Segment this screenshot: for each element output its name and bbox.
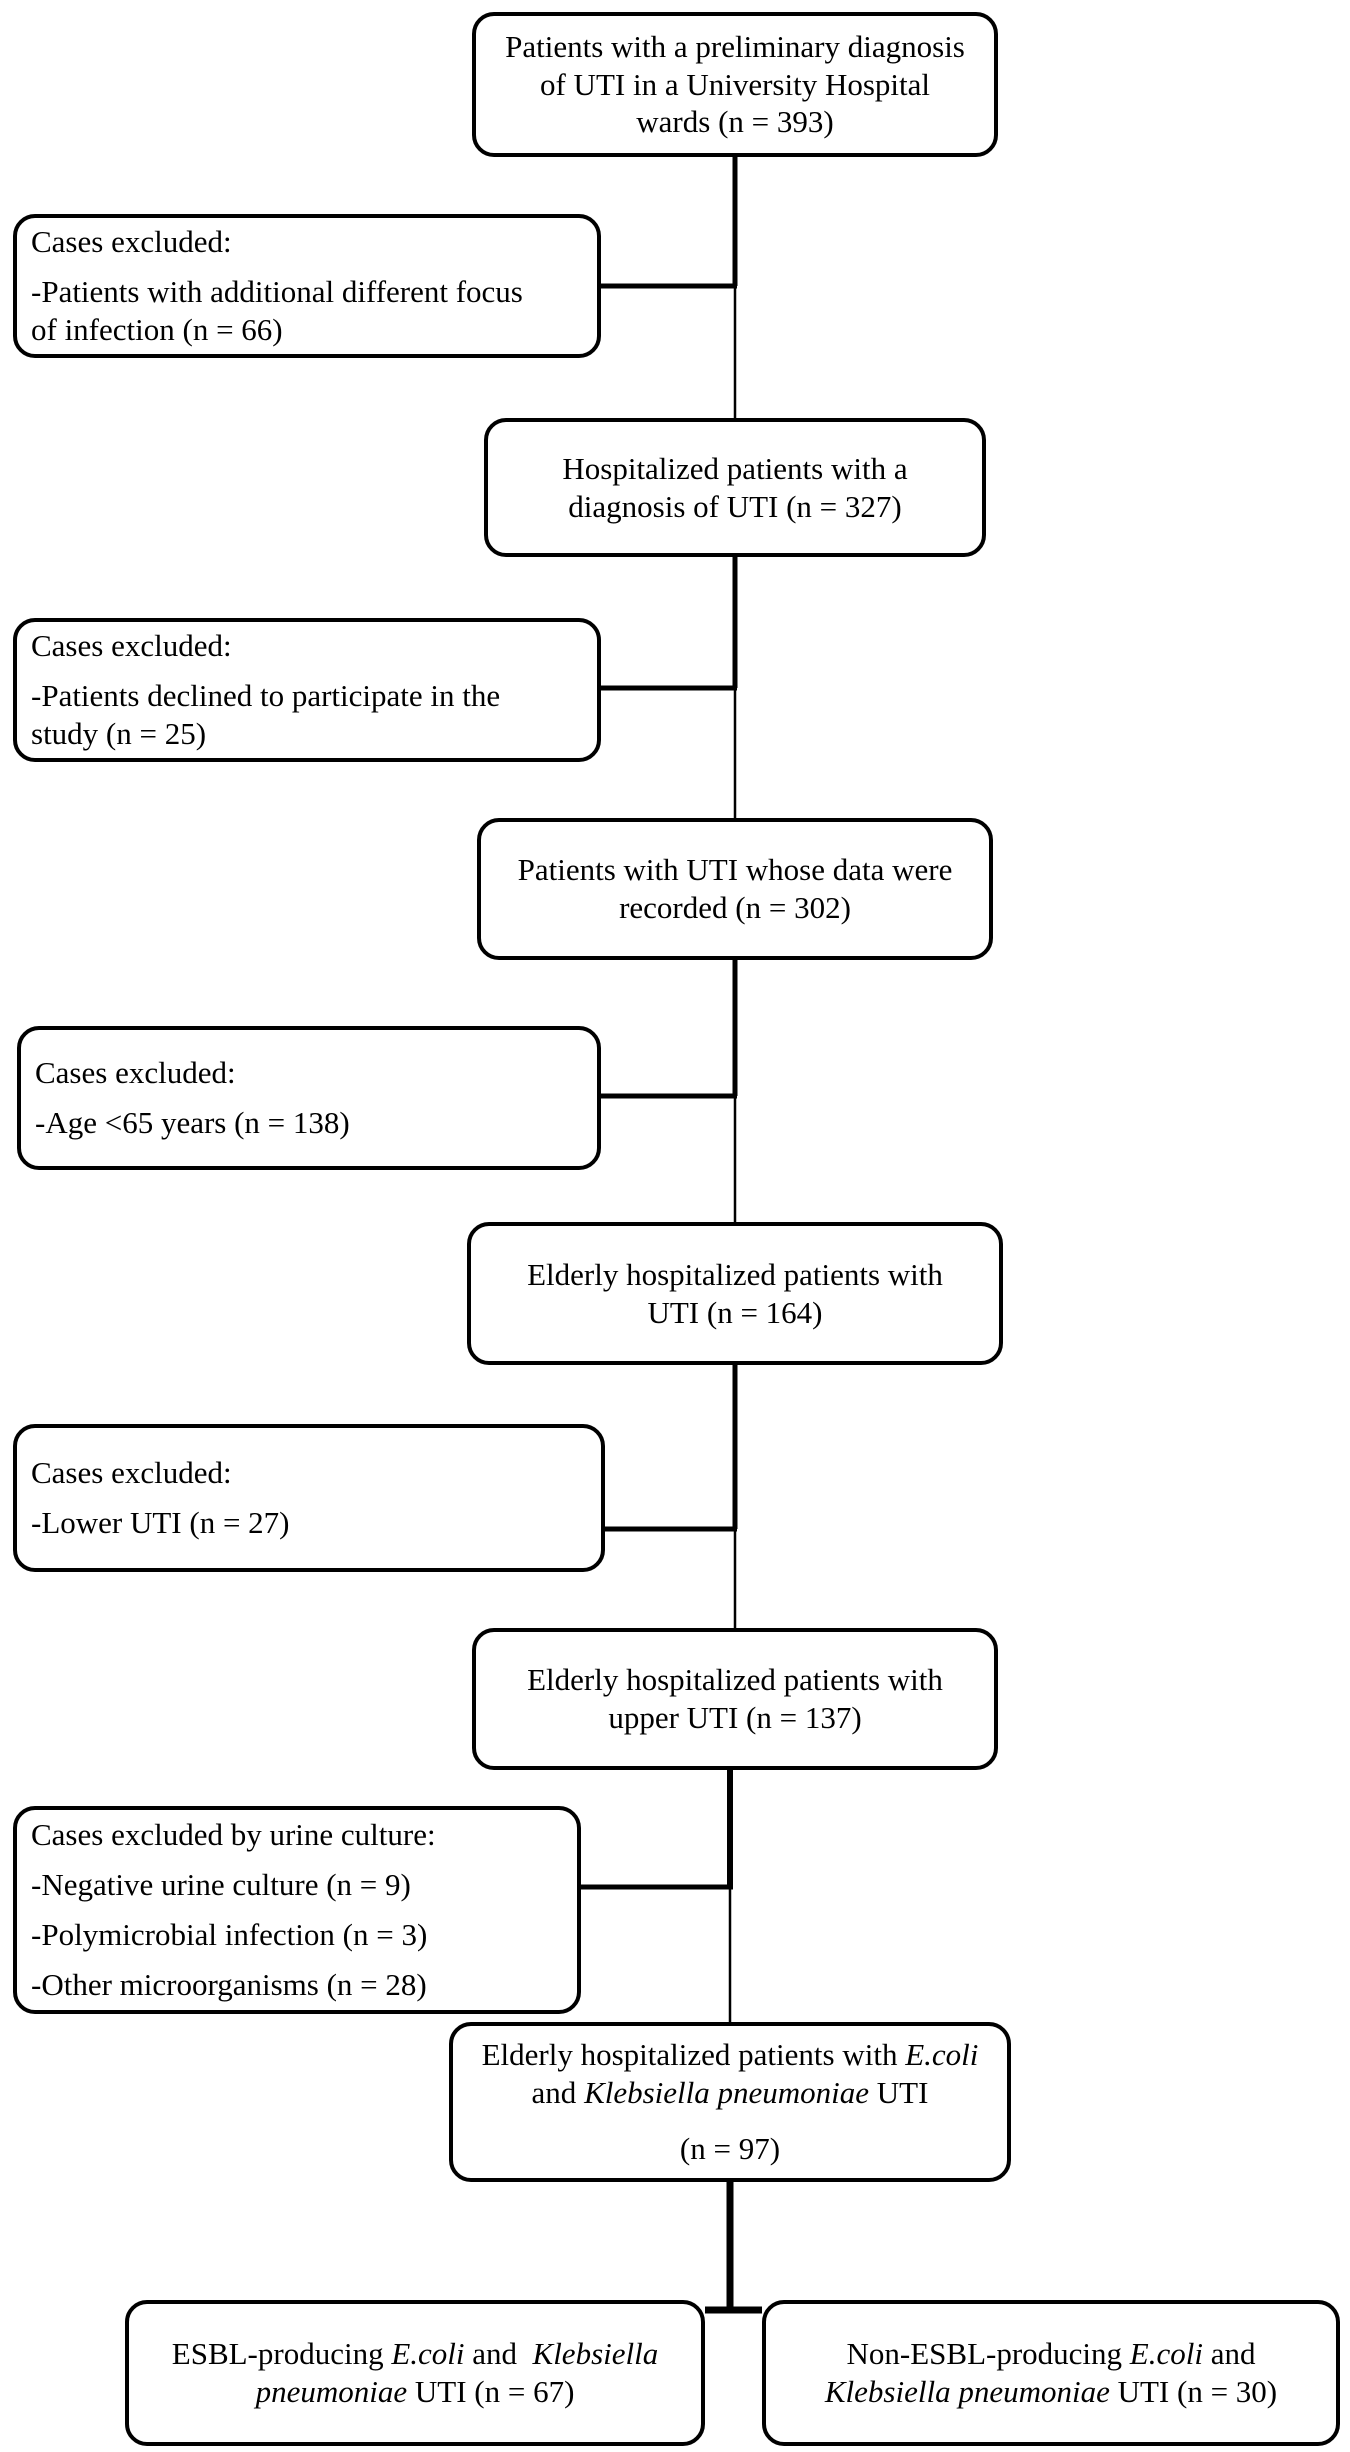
outcome-text-line: Non-ESBL-producing E.coli and [847,2335,1256,2373]
exclusion-box-1: Cases excluded: -Patients with additiona… [13,214,601,358]
outcome-non-esbl-producing: Non-ESBL-producing E.coli and Klebsiella… [762,2300,1340,2446]
step-upper-uti-patients: Elderly hospitalized patients with upper… [472,1628,998,1770]
step-text-line: upper UTI (n = 137) [608,1700,862,1735]
text-italic: Klebsiella [532,2336,659,2372]
exclusion-reason: -Polymicrobial infection (n = 3) [31,1917,428,1952]
step-initial-patients: Patients with a preliminary diagnosis of… [472,12,998,157]
step-elderly-patients: Elderly hospitalized patients with UTI (… [467,1222,1003,1365]
text-segment: and [531,2075,585,2111]
step-ecoli-klebsiella-patients: Elderly hospitalized patients with E.col… [449,2022,1011,2182]
text-italic: pneumoniae [255,2374,408,2409]
text-segment: UTI [869,2075,929,2111]
text-segment: Elderly hospitalized patients with [481,2037,906,2073]
step-text-line: diagnosis of UTI (n = 327) [568,488,902,524]
exclusion-title: Cases excluded by urine culture: [31,1817,436,1853]
step-text-line: UTI (n = 164) [647,1294,823,1330]
exclusion-reason: study (n = 25) [31,715,207,751]
step-text-line: Patients with UTI whose data were [517,852,953,888]
text-italic: Klebsiella pneumoniae [824,2374,1110,2409]
exclusion-title: Cases excluded: [31,628,232,664]
text-italic: Klebsiella pneumoniae [584,2075,870,2111]
exclusion-box-4: Cases excluded: -Lower UTI (n = 27) [13,1424,605,1572]
step-text-line: Elderly hospitalized patients with [527,1662,943,1698]
exclusion-box-3: Cases excluded: -Age <65 years (n = 138) [17,1026,601,1170]
step-text-line: wards (n = 393) [636,104,834,140]
text-italic: E.coli [905,2037,979,2073]
text-segment: and [464,2336,533,2372]
outcome-text-line: ESBL-producing E.coli and Klebsiella [172,2335,658,2373]
step-text-line: recorded (n = 302) [619,890,851,925]
exclusion-reason: -Lower UTI (n = 27) [31,1505,290,1540]
text-italic: E.coli [391,2336,465,2372]
exclusion-reason: -Age <65 years (n = 138) [35,1105,350,1140]
exclusion-reason: -Negative urine culture (n = 9) [31,1867,411,1903]
exclusion-title: Cases excluded: [35,1055,236,1091]
text-segment: UTI (n = 67) [407,2374,575,2409]
step-hospitalized-patients: Hospitalized patients with a diagnosis o… [484,418,986,557]
step-text-line: Elderly hospitalized patients with [527,1256,943,1292]
outcome-esbl-producing: ESBL-producing E.coli and Klebsiella pne… [125,2300,705,2446]
exclusion-reason: of infection (n = 66) [31,311,283,347]
step-text-line: Elderly hospitalized patients with E.col… [482,2036,979,2074]
outcome-text-line: pneumoniae UTI (n = 67) [256,2373,575,2411]
exclusion-box-5: Cases excluded by urine culture: -Negati… [13,1806,581,2014]
exclusion-title: Cases excluded: [31,1455,232,1491]
step-count: (n = 97) [679,2130,781,2166]
text-segment: ESBL-producing [171,2336,392,2372]
text-segment: Non-ESBL-producing [846,2336,1130,2372]
exclusion-reason: -Other microorganisms (n = 28) [31,1966,427,2002]
text-segment: UTI (n = 30) [1109,2374,1278,2409]
step-text-line: and Klebsiella pneumoniae UTI [532,2074,929,2112]
text-italic: E.coli [1129,2336,1203,2372]
exclusion-title: Cases excluded: [31,224,232,260]
exclusion-reason: -Patients declined to participate in the [31,678,501,714]
exclusion-reason: -Patients with additional different focu… [31,274,523,310]
exclusion-box-2: Cases excluded: -Patients declined to pa… [13,618,601,762]
text-segment: and [1202,2336,1256,2372]
step-text-line: Patients with a preliminary diagnosis [505,28,965,64]
step-text-line: of UTI in a University Hospital [539,66,930,102]
step-text-line: Hospitalized patients with a [562,450,908,486]
step-recorded-patients: Patients with UTI whose data were record… [477,818,993,960]
outcome-text-line: Klebsiella pneumoniae UTI (n = 30) [825,2373,1277,2411]
